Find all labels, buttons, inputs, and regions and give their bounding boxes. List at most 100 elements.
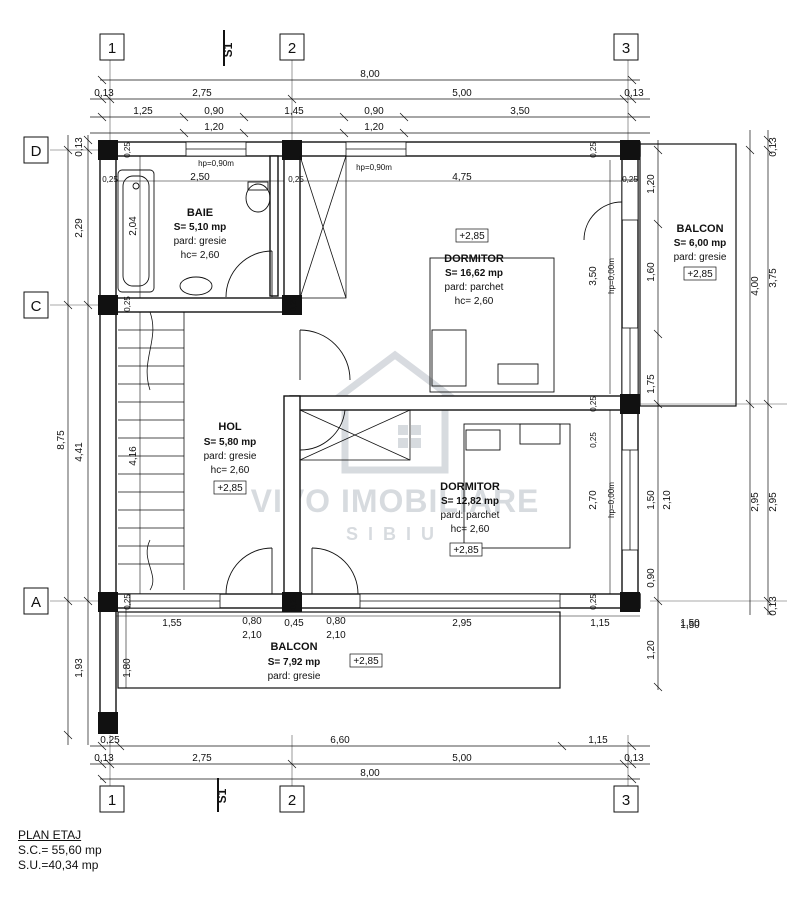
dim-right-2: 2,95 <box>768 492 779 512</box>
bottom-dimension-texts: 0,25 6,60 1,15 0,13 2,75 5,00 0,13 8,00 <box>94 735 644 779</box>
room-hol-name: HOL <box>218 421 242 433</box>
room-baie-floor: pard: gresie <box>174 236 227 247</box>
room-balcon-bottom: BALCON S= 7,92 mp pard: gresie +2,85 <box>268 641 383 682</box>
dim-wall-thk-2: 0,25 <box>288 175 304 184</box>
room-balcon-right-area: S= 6,00 mp <box>674 238 727 249</box>
room-dormitor1-area: S= 16,62 mp <box>445 268 503 279</box>
dim-wall-thk-6: 0,25 <box>289 296 298 312</box>
dim-hp-zero-2: hp=0,00m <box>607 482 616 518</box>
dim-wall-thk-9: 0,25 <box>289 594 298 610</box>
room-baie-name: BAIE <box>187 207 213 219</box>
dim-balcon-right-2: 1,60 <box>646 262 657 282</box>
dim-bottom-r2-0: 0,13 <box>94 753 114 764</box>
dim-wall-thk-5: 0,25 <box>123 296 132 312</box>
side-dimension-texts: 0,13 2,29 8,75 4,41 1,93 0,13 3,75 2,95 … <box>56 137 779 678</box>
dim-left-0: 0,13 <box>74 137 85 157</box>
room-baie: BAIE S= 5,10 mp pard: gresie hc= 2,60 <box>174 207 227 261</box>
room-dormitor2-name: DORMITOR <box>440 481 500 493</box>
grid-row-c: C <box>31 298 42 315</box>
dim-dormitor2-right-3: 0,90 <box>646 568 657 588</box>
dim-top-r3-0: 1,20 <box>204 122 224 133</box>
dim-bottom-open-1: 0,80 <box>242 616 262 627</box>
dim-right-0: 0,13 <box>768 137 779 157</box>
dim-top-r3-1: 1,20 <box>364 122 384 133</box>
top-dimension-lines <box>90 75 650 138</box>
dim-bottom-r1-2: 1,15 <box>588 735 608 746</box>
dim-top-r2-2: 1,45 <box>284 106 304 117</box>
windows <box>129 141 639 609</box>
room-dormitor2-floor: pard: parchet <box>441 510 500 521</box>
room-balcon-bottom-name: BALCON <box>270 641 317 653</box>
dim-door-height-0: 2,10 <box>242 630 262 641</box>
dim-left-4: 1,93 <box>74 658 85 678</box>
grid-col-3-top: 3 <box>622 40 630 57</box>
balcony-outlines <box>117 143 737 689</box>
dim-top-r1-0: 0,13 <box>94 88 114 99</box>
room-balcon-bottom-area: S= 7,92 mp <box>268 657 321 668</box>
room-dormitor2-level: +2,85 <box>453 545 479 556</box>
room-dormitor2-height: hc= 2,60 <box>451 524 490 535</box>
dim-wall-thk-4: 0,25 <box>622 175 638 184</box>
grid-lines <box>50 60 787 786</box>
dim-top-total: 8,00 <box>360 69 380 80</box>
bathroom-fixtures <box>117 169 271 296</box>
dim-top-r1-1: 2,75 <box>192 88 212 99</box>
doors <box>225 201 623 595</box>
room-dormitor-2: DORMITOR S= 12,82 mp pard: parchet hc= 2… <box>440 481 500 557</box>
grid-bubbles: 1 2 3 1 2 3 D C A S1 S1 <box>23 30 639 813</box>
closets <box>299 155 411 461</box>
dim-bottom-total: 8,00 <box>360 768 380 779</box>
dim-bottom-r1-0: 0,25 <box>100 735 120 746</box>
plan-sc: S.C.= 55,60 mp <box>18 843 102 857</box>
dim-bottom-r2-1: 2,75 <box>192 753 212 764</box>
room-hol-floor: pard: gresie <box>204 451 257 462</box>
dim-baie-width: 2,50 <box>190 172 210 183</box>
dim-wall-thk-8: 0,25 <box>123 594 132 610</box>
dim-top-r2-4: 3,50 <box>510 106 530 117</box>
dim-balcony-left: 1,80 <box>122 658 133 678</box>
dim-right-inner-0: 4,00 <box>750 276 761 296</box>
interior-dimension-lines <box>116 156 640 688</box>
dim-window-hp-1: hp=0,90m <box>198 159 234 168</box>
dim-wall-thk-0: 0,25 <box>102 175 118 184</box>
room-dormitor1-height: hc= 2,60 <box>455 296 494 307</box>
dim-door-height-1: 2,10 <box>326 630 346 641</box>
grid-row-d: D <box>31 143 42 160</box>
dim-wall-thk-10: 0,25 <box>589 594 598 610</box>
room-dormitor1-level: +2,85 <box>459 231 485 242</box>
plan-title: PLAN ETAJ <box>18 828 82 842</box>
pillars <box>98 140 640 734</box>
room-dormitor1-floor: pard: parchet <box>445 282 504 293</box>
top-dimension-texts: 8,00 0,13 2,75 5,00 0,13 1,25 0,90 1,45 … <box>94 69 644 133</box>
dim-right-1: 3,75 <box>768 268 779 288</box>
dim-dormitor2-right-1: 2,70 <box>588 490 599 510</box>
grid-col-2-top: 2 <box>288 40 296 57</box>
room-balcon-bottom-floor: pard: gresie <box>268 671 321 682</box>
dim-right-3: 0,13 <box>768 596 779 616</box>
dim-bottom-r2-3: 0,13 <box>624 753 644 764</box>
dim-right-inner-2: 2,95 <box>750 492 761 512</box>
plan-su: S.U.=40,34 mp <box>18 858 99 872</box>
dim-balcon-right-1: 1,20 <box>646 174 657 194</box>
room-balcon-right-level: +2,85 <box>687 269 713 280</box>
dim-wall-thk-1: 0,25 <box>123 142 132 158</box>
dim-hp-zero-1: hp=0,00m <box>607 258 616 294</box>
dim-wall-thk-11: 0,25 <box>589 432 598 448</box>
room-baie-area: S= 5,10 mp <box>174 222 227 233</box>
dim-bottom-open-4: 2,95 <box>452 618 472 629</box>
dim-bottom-open-5: 1,15 <box>590 618 610 629</box>
dim-dormitor2-right-2: 1,50 <box>646 490 657 510</box>
room-dormitor1-name: DORMITOR <box>444 253 504 265</box>
watermark-line2: SIBIU <box>346 524 444 544</box>
dim-right-inner-1: 1,50 <box>680 618 700 629</box>
room-baie-height: hc= 2,60 <box>181 250 220 261</box>
grid-row-a: A <box>31 594 41 611</box>
side-dimension-lines <box>63 130 773 745</box>
dim-balcon-right-4: 2,10 <box>662 490 673 510</box>
room-dormitor2-area: S= 12,82 mp <box>441 496 499 507</box>
room-balcon-bottom-level: +2,85 <box>353 656 379 667</box>
dim-bottom-r2-2: 5,00 <box>452 753 472 764</box>
dim-bottom-open-6: 1,50 <box>680 620 700 631</box>
dim-top-r2-3: 0,90 <box>364 106 384 117</box>
